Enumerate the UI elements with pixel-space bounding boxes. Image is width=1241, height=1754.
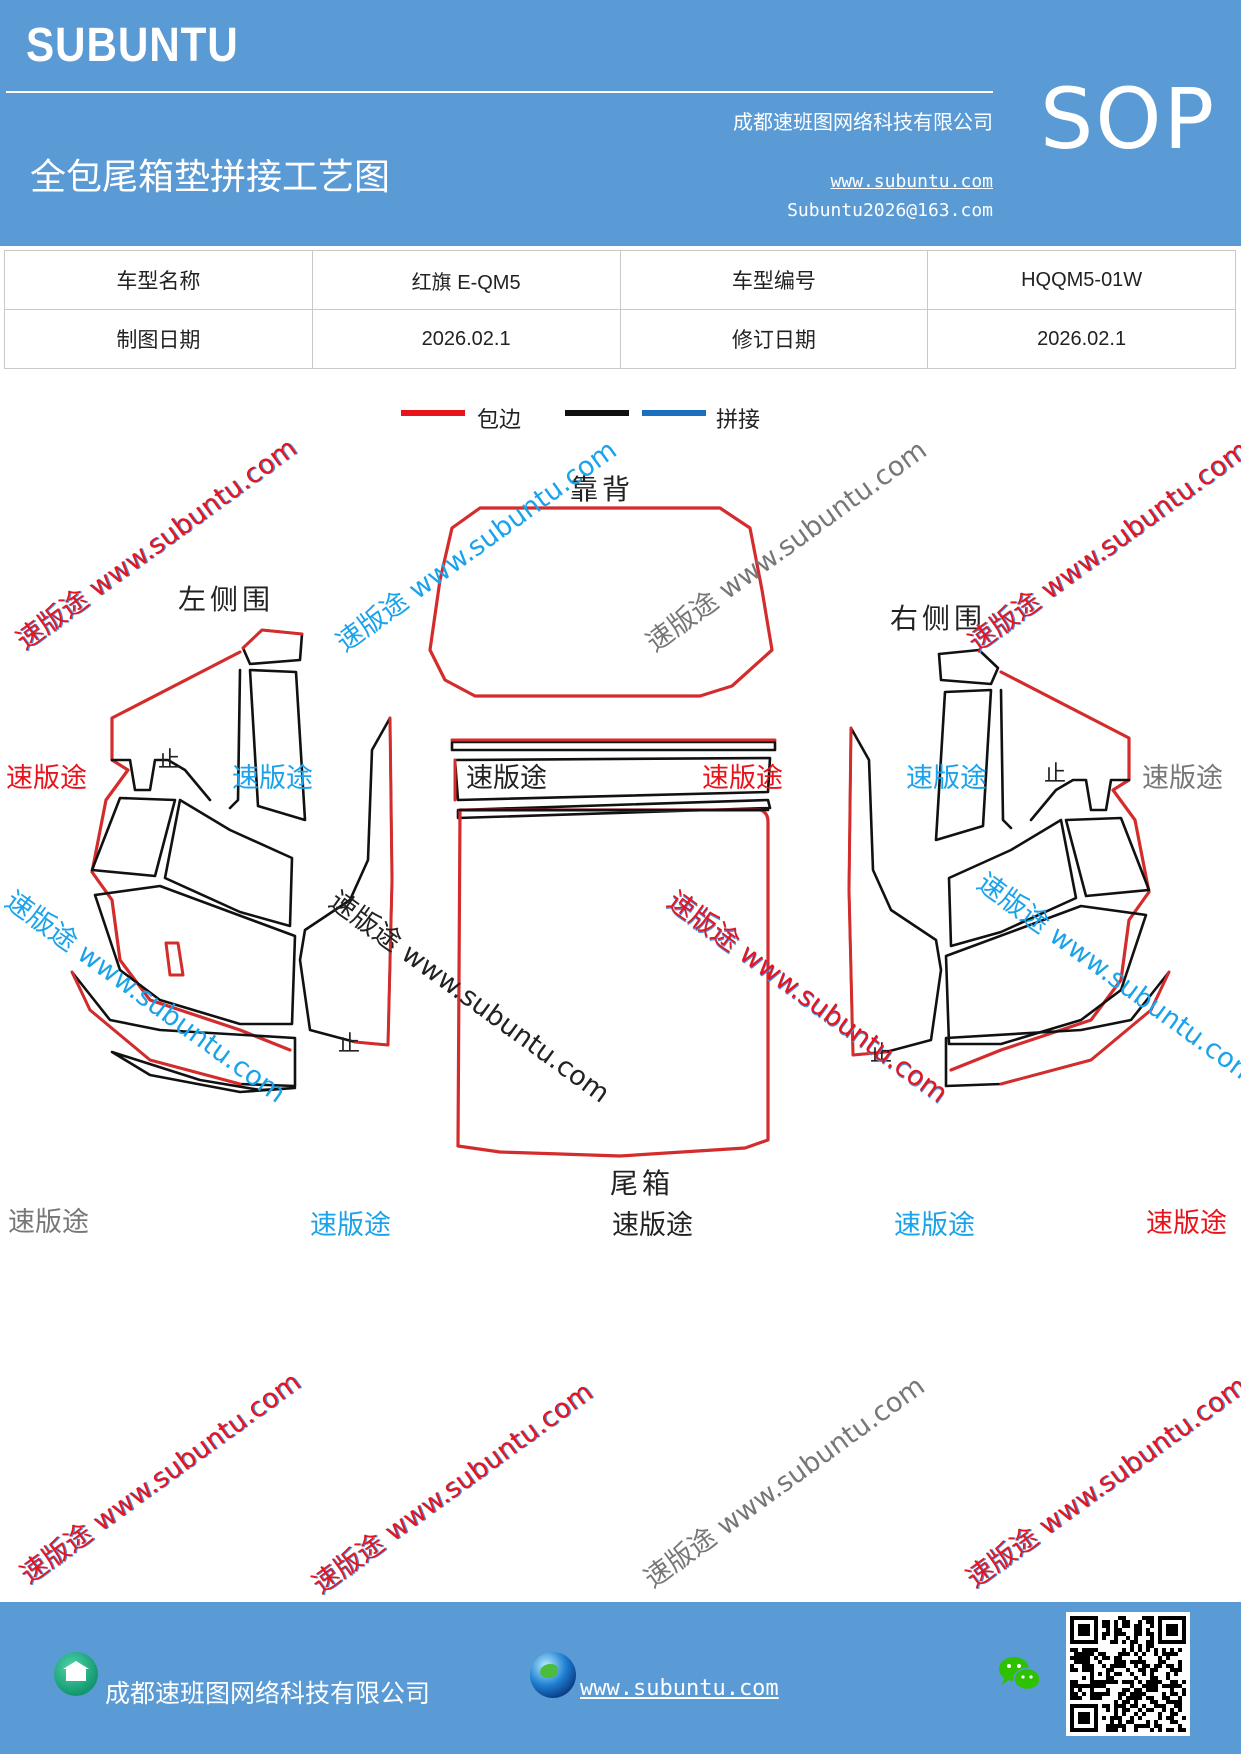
brand-logo: SUBUNTU (26, 19, 239, 72)
left-upper-block (110, 758, 212, 802)
right-bottom-strip-red (999, 970, 1171, 1086)
stop-mark: 止 (1044, 762, 1067, 787)
globe-icon (530, 1652, 576, 1698)
left-lower-block-a (93, 884, 297, 1026)
watermark-text: 速版途 (6, 763, 87, 794)
legend-swatch-black (565, 410, 629, 416)
qr-code[interactable] (1066, 1612, 1190, 1736)
vehicle-info-table: 车型名称 红旗 E-QM5 车型编号 HQQM5-01W 制图日期 2026.0… (4, 250, 1236, 369)
center-strip-top (450, 740, 777, 752)
watermark-text: 速版途 (232, 763, 313, 794)
left-vertical-strip-1 (228, 668, 242, 810)
right-outer-red (949, 670, 1151, 1072)
line-legend: 包边 拼接 (0, 398, 1241, 438)
right-mid-block-a (1064, 816, 1151, 898)
left-vertical-strip-2 (248, 668, 307, 822)
watermark-text: 速版途 (612, 1210, 693, 1241)
revision-date-value: 2026.02.1 (927, 309, 1236, 369)
table-row: 车型名称 红旗 E-QM5 车型编号 HQQM5-01W (4, 250, 1236, 310)
legend-swatch-splice (642, 410, 706, 416)
right-upper-block (1029, 778, 1131, 822)
right-tall-strip-red (847, 726, 888, 1057)
table-row: 制图日期 2026.02.1 修订日期 2026.02.1 (4, 309, 1236, 369)
wechat-icon[interactable] (996, 1652, 1044, 1696)
footer-website-link[interactable]: www.subuntu.com (580, 1676, 779, 1701)
right-vertical-strip-2 (934, 688, 993, 842)
left-small-rect (164, 941, 185, 977)
left-bottom-strip-b (110, 1050, 297, 1094)
email-address: Subuntu2026@163.com (787, 200, 993, 221)
label-backrest: 靠背 (570, 473, 635, 506)
stop-mark: 止 (338, 1032, 361, 1057)
center-strip-mid (453, 756, 772, 802)
left-tall-strip-red (353, 716, 394, 1047)
page-title: 全包尾箱垫拼接工艺图 (30, 157, 391, 198)
trunk-panel (456, 808, 770, 1158)
model-code-label: 车型编号 (619, 250, 929, 310)
left-mid-block-a (90, 796, 177, 878)
house-icon (54, 1652, 98, 1696)
revision-date-label: 修订日期 (619, 309, 929, 369)
website-link[interactable]: www.subuntu.com (830, 171, 993, 192)
draw-date-value: 2026.02.1 (311, 309, 621, 369)
legend-label-splice: 拼接 (716, 408, 761, 433)
qr-code-pattern (1070, 1616, 1186, 1732)
watermark-text: 速版途 (8, 1207, 89, 1238)
draw-date-label: 制图日期 (4, 309, 313, 369)
watermark-text: 速版途 (906, 763, 987, 794)
right-lower-block-a (944, 904, 1148, 1046)
watermark-text: 速版途 (1146, 1208, 1227, 1239)
right-vertical-strip-1 (999, 688, 1013, 830)
stop-mark: 止 (870, 1042, 893, 1067)
watermark-text: 速版途 (1142, 763, 1223, 794)
left-mid-block-b (163, 798, 294, 928)
label-right-side: 右侧围 (890, 602, 987, 635)
header-divider (6, 91, 993, 93)
backrest-panel (428, 506, 774, 698)
model-name-value: 红旗 E-QM5 (311, 250, 621, 310)
watermark-text: 速版途 (702, 763, 783, 794)
left-top-strip (241, 628, 304, 666)
right-top-strip (937, 648, 1000, 686)
legend-swatch-edging (401, 410, 465, 416)
label-left-side: 左侧围 (178, 583, 275, 616)
model-name-label: 车型名称 (4, 250, 313, 310)
left-outer-red (90, 650, 292, 1052)
right-mid-block-b (947, 818, 1078, 948)
center-strip-bottom (456, 798, 772, 820)
left-top-strip-red (241, 628, 304, 650)
watermark-text: 速版途 (466, 763, 547, 794)
watermark-text: 速版途 (894, 1210, 975, 1241)
left-bottom-strip-red (70, 970, 242, 1086)
sop-label: SOP (1040, 70, 1217, 168)
header-band: SUBUNTU SOP 成都速班图网络科技有限公司 全包尾箱垫拼接工艺图 www… (0, 0, 1241, 246)
stop-mark: 止 (158, 748, 181, 773)
footer-band: 成都速班图网络科技有限公司 www.subuntu.com (0, 1602, 1241, 1754)
legend-label-edging: 包边 (477, 408, 522, 433)
watermark-text: 速版途 (310, 1210, 391, 1241)
footer-company-name: 成都速班图网络科技有限公司 (105, 1679, 431, 1708)
label-trunk: 尾箱 (610, 1167, 675, 1200)
company-name: 成都速班图网络科技有限公司 (733, 110, 993, 134)
model-code-value: HQQM5-01W (927, 250, 1236, 310)
